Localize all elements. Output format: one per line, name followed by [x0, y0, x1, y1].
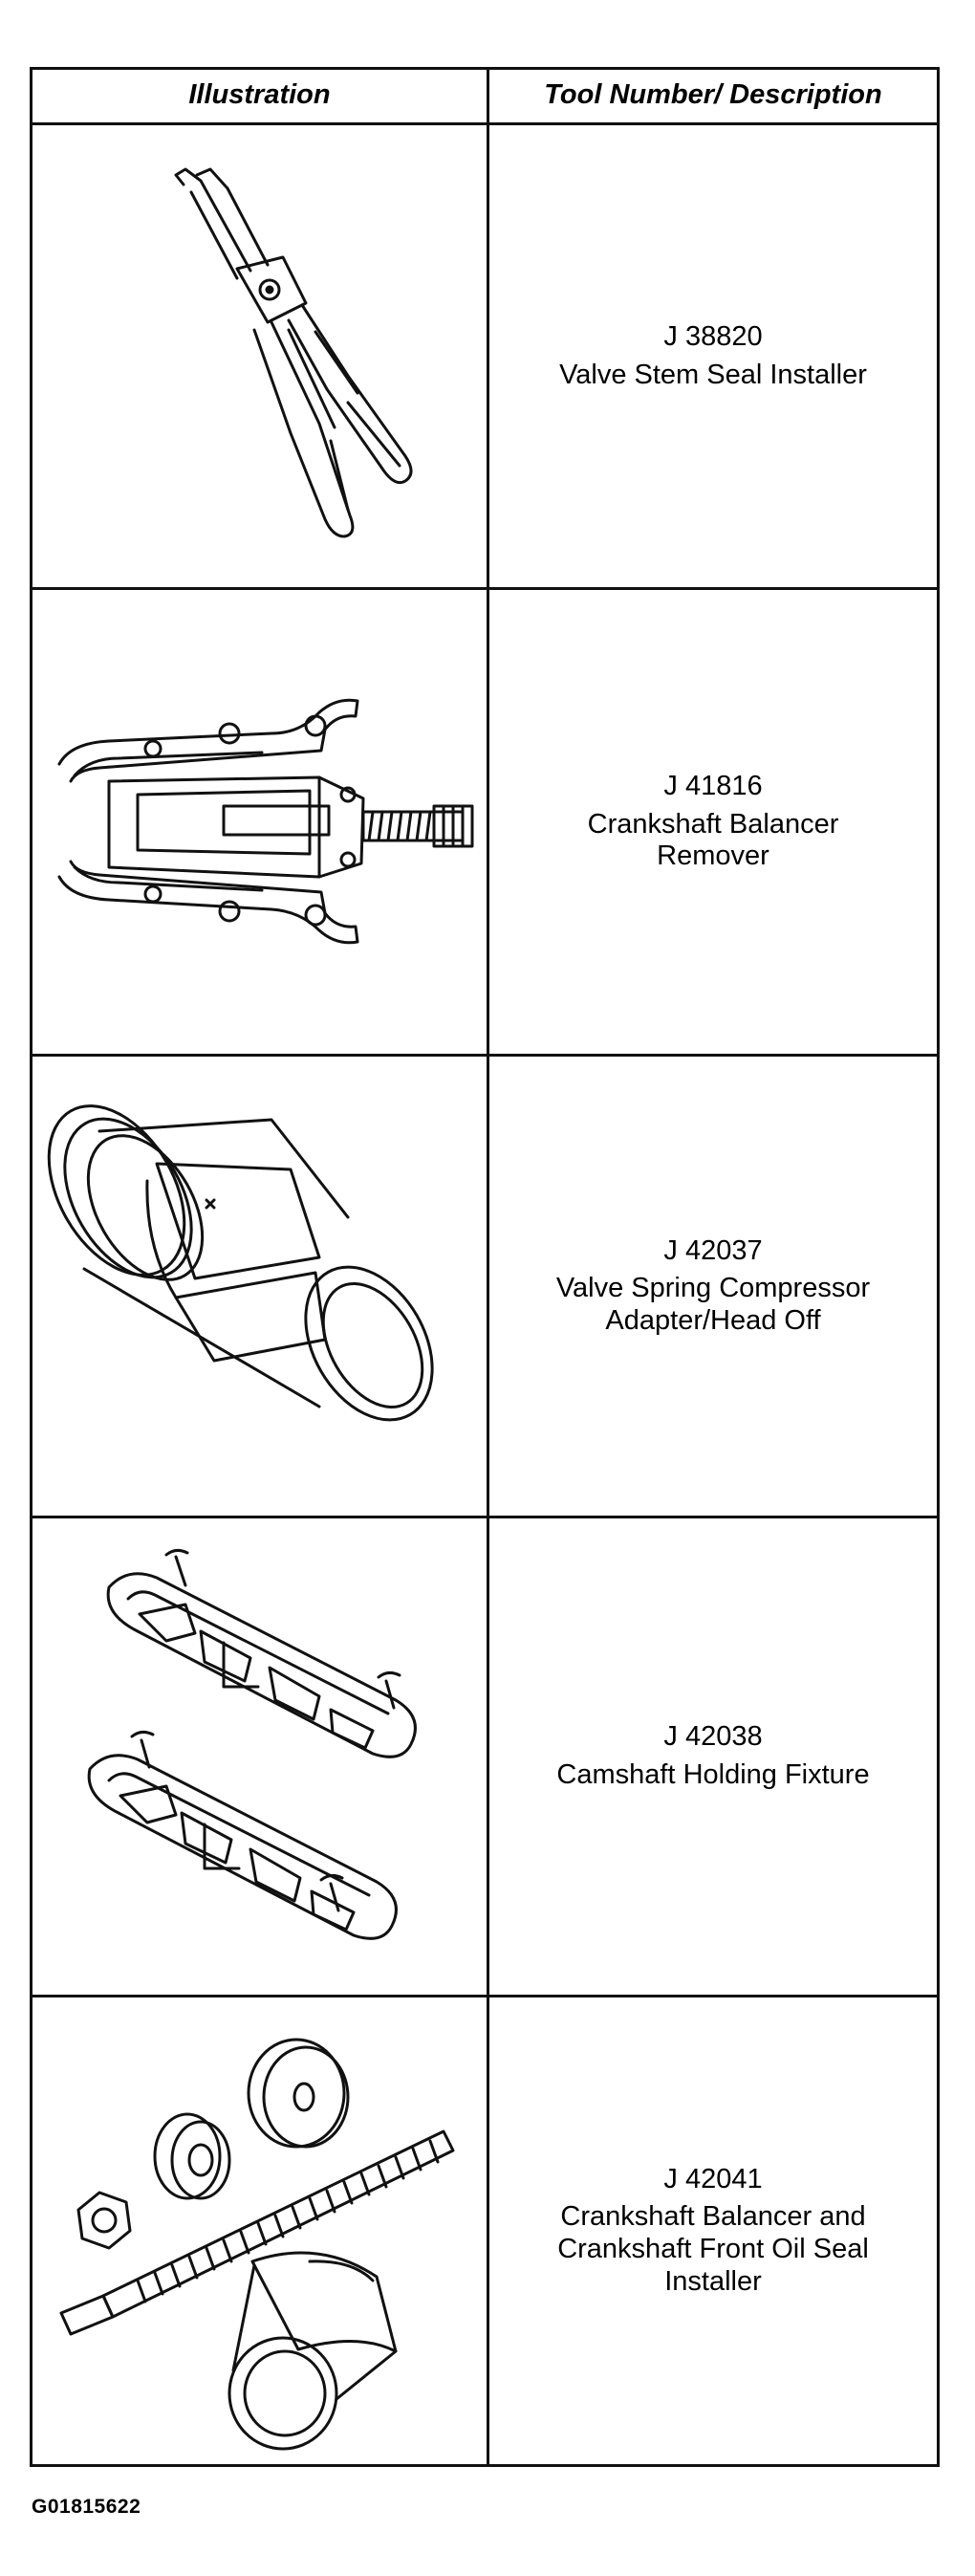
- row-divider: [30, 1054, 940, 1057]
- tool-description: Camshaft Holding Fixture: [556, 1759, 870, 1790]
- header-illustration: Illustration: [188, 78, 331, 110]
- tool-description: Valve Stem Seal Installer: [559, 359, 867, 390]
- tool-description: Crankshaft Balancer: [587, 808, 839, 840]
- header-tool-description: Tool Number/ Description: [544, 78, 882, 110]
- tool-number: J 38820: [663, 320, 763, 352]
- tool-description-cell: J 42038 Camshaft Holding Fixture: [489, 1518, 937, 1995]
- tool-number: J 42037: [663, 1234, 763, 1266]
- illustration-cell: [32, 1518, 487, 1995]
- tool-number: J 42041: [663, 2163, 763, 2194]
- tool-description: Crankshaft Balancer and: [560, 2201, 866, 2233]
- fixture-bars-icon: [32, 1518, 487, 1995]
- tool-description: Remover: [657, 840, 769, 872]
- pliers-icon: [32, 125, 487, 587]
- tool-description-cell: J 42041 Crankshaft Balancer and Cranksha…: [489, 1997, 937, 2464]
- column-divider: [487, 67, 489, 2467]
- installer-kit-icon: [32, 1997, 487, 2464]
- illustration-cell: [32, 1057, 487, 1516]
- row-divider: [30, 587, 940, 590]
- illustration-cell: [32, 1997, 487, 2464]
- figure-id: G01815622: [32, 2496, 141, 2518]
- tool-description: Crankshaft Front Oil Seal: [557, 2234, 869, 2264]
- tool-description-cell: J 41816 Crankshaft Balancer Remover: [489, 590, 937, 1054]
- row-divider: [30, 1995, 940, 1997]
- tool-description: Valve Spring Compressor: [555, 1273, 871, 1304]
- table-border: [30, 67, 940, 2467]
- puller-icon: [32, 590, 487, 1054]
- tool-description: Installer: [664, 2265, 762, 2297]
- tool-number: J 42038: [663, 1721, 763, 1753]
- illustration-cell: [32, 590, 487, 1054]
- tool-number: J 41816: [663, 771, 763, 802]
- tool-description: Adapter/Head Off: [605, 1304, 821, 1336]
- header-divider: [30, 122, 940, 125]
- cage-adapter-icon: [32, 1057, 487, 1516]
- row-divider: [30, 1516, 940, 1518]
- illustration-cell: [32, 125, 487, 587]
- tool-description-cell: J 38820 Valve Stem Seal Installer: [489, 125, 937, 587]
- special-tools-table: Illustration Tool Number/ Description: [30, 67, 940, 2467]
- tool-description-cell: J 42037 Valve Spring Compressor Adapter/…: [489, 1057, 937, 1516]
